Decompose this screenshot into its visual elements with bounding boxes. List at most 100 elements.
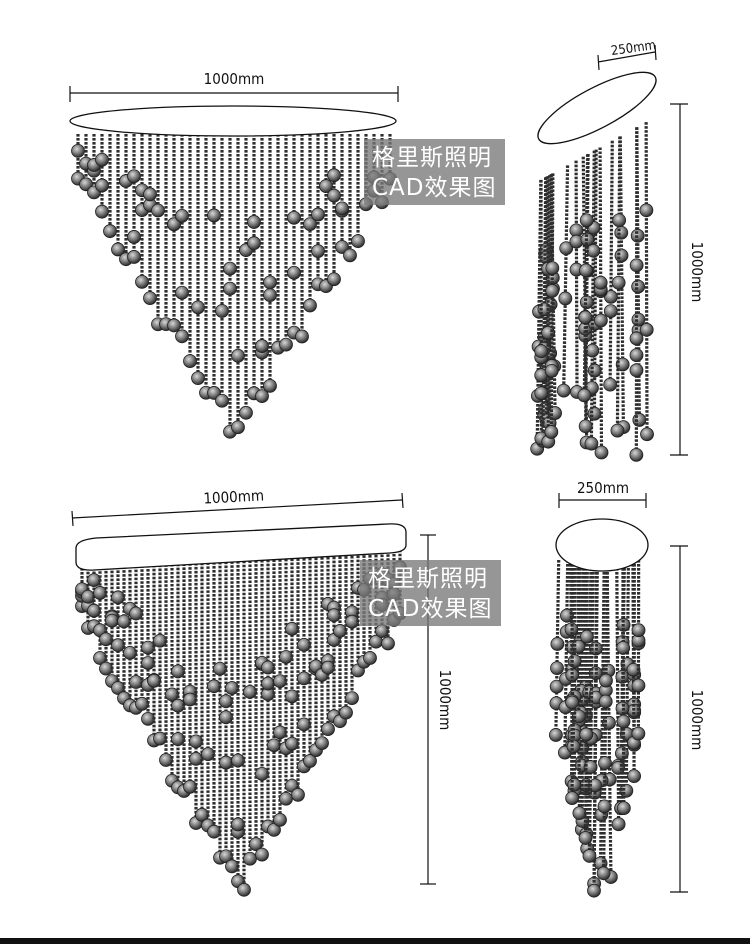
bottom-side-width-label: 250mm [577, 479, 629, 497]
crystal-ball [321, 660, 335, 675]
crystal-ball [640, 427, 654, 442]
crystal-ball [93, 651, 107, 665]
crystal-ball [351, 234, 365, 249]
crystal-ball [616, 801, 631, 816]
crystal-ball [127, 250, 141, 264]
top-front-view: 1000mm [69, 70, 399, 439]
crystal-ball [167, 318, 181, 333]
crystal-ball [603, 304, 618, 319]
crystal-ball [231, 753, 245, 768]
bottom-front-view: 1000mm 1000mm [71, 486, 454, 897]
crystal-ball [279, 337, 293, 352]
crystal-ball [219, 849, 233, 864]
crystal-ball [95, 178, 109, 193]
crystal-strand [608, 140, 614, 381]
crystal-ball [629, 258, 644, 273]
crystal-ball [631, 279, 646, 294]
crystal-ball [584, 436, 599, 451]
crystal-ball [71, 143, 85, 158]
crystal-ball [175, 329, 189, 344]
crystal-ball [639, 203, 654, 218]
crystal-ball [273, 812, 287, 827]
bottom-front-width-dimension [71, 492, 404, 527]
crystal-ball [207, 208, 221, 223]
crystal-ball [183, 779, 197, 794]
crystal-ball [291, 787, 305, 802]
bottom-side-canopy [555, 518, 649, 572]
crystal-ball [548, 728, 563, 742]
crystal-ball [127, 169, 141, 184]
crystal-ball [616, 714, 631, 729]
top-front-width-dimension [69, 86, 399, 102]
crystal-ball [141, 640, 155, 655]
crystal-ball [534, 344, 549, 359]
crystal-ball [327, 188, 341, 203]
crystal-strand [621, 559, 626, 805]
crystal-ball [175, 285, 189, 300]
crystal-ball [345, 691, 359, 706]
crystal-ball [578, 831, 593, 845]
crystal-ball [596, 866, 611, 881]
crystal-ball [597, 799, 612, 814]
crystal-ball [544, 425, 559, 439]
crystal-ball [629, 363, 644, 378]
crystal-ball [247, 215, 261, 229]
crystal-ball [311, 244, 325, 259]
crystal-ball [171, 732, 185, 747]
crystal-ball [550, 661, 564, 675]
bottom-side-height-dimension [670, 545, 688, 893]
crystal-ball [231, 348, 245, 363]
crystal-ball [327, 168, 341, 183]
bottom-front-height-label: 1000mm [436, 670, 454, 731]
crystal-ball [579, 263, 593, 278]
crystal-ball [610, 423, 625, 438]
crystal-ball [231, 420, 245, 435]
crystal-ball [632, 413, 647, 427]
watermark-bottom-line1: 格里斯照明 [368, 566, 488, 592]
crystal-ball [578, 419, 593, 434]
crystal-ball [321, 722, 335, 737]
crystal-ball [572, 806, 587, 821]
crystal-ball [215, 304, 229, 318]
top-front-canopy [69, 105, 397, 137]
crystal-strand [644, 122, 649, 431]
crystal-ball [567, 654, 582, 669]
crystal-ball [587, 406, 602, 421]
crystal-ball [223, 281, 237, 296]
crystal-ball [191, 371, 205, 386]
watermark-top-line1: 格里斯照明 [372, 145, 492, 171]
bottom-side-height-label: 1000mm [688, 690, 706, 751]
crystal-ball [117, 614, 131, 629]
crystal-strand [583, 559, 589, 835]
crystal-ball [231, 817, 245, 832]
crystal-ball [612, 213, 627, 228]
crystal-ball [565, 791, 580, 805]
crystal-ball [545, 284, 560, 298]
crystal-ball [327, 608, 341, 623]
crystal-ball [303, 298, 317, 313]
bottom-front-width-label: 1000mm [203, 486, 264, 507]
crystal-ball [339, 705, 353, 720]
crystal-ball [151, 203, 165, 218]
crystal-strand [592, 559, 599, 880]
crystal-strand [615, 559, 621, 821]
top-side-crystal-strands [530, 122, 654, 462]
crystal-strand [589, 150, 596, 440]
crystal-ball [297, 637, 311, 652]
top-side-height-dimension [670, 103, 688, 456]
crystal-ball [549, 679, 564, 694]
crystal-ball [559, 241, 574, 256]
crystal-strand [549, 173, 555, 429]
bottom-front-crystal-strands [75, 545, 407, 897]
crystal-ball [550, 637, 565, 651]
crystal-ball [565, 695, 580, 710]
crystal-ball [363, 651, 377, 665]
crystal-strand [602, 559, 609, 870]
crystal-ball [611, 817, 626, 832]
crystal-ball [243, 685, 257, 699]
crystal-ball [593, 313, 608, 328]
crystal-ball [135, 696, 149, 711]
crystal-ball [577, 388, 592, 403]
crystal-ball [111, 590, 125, 605]
